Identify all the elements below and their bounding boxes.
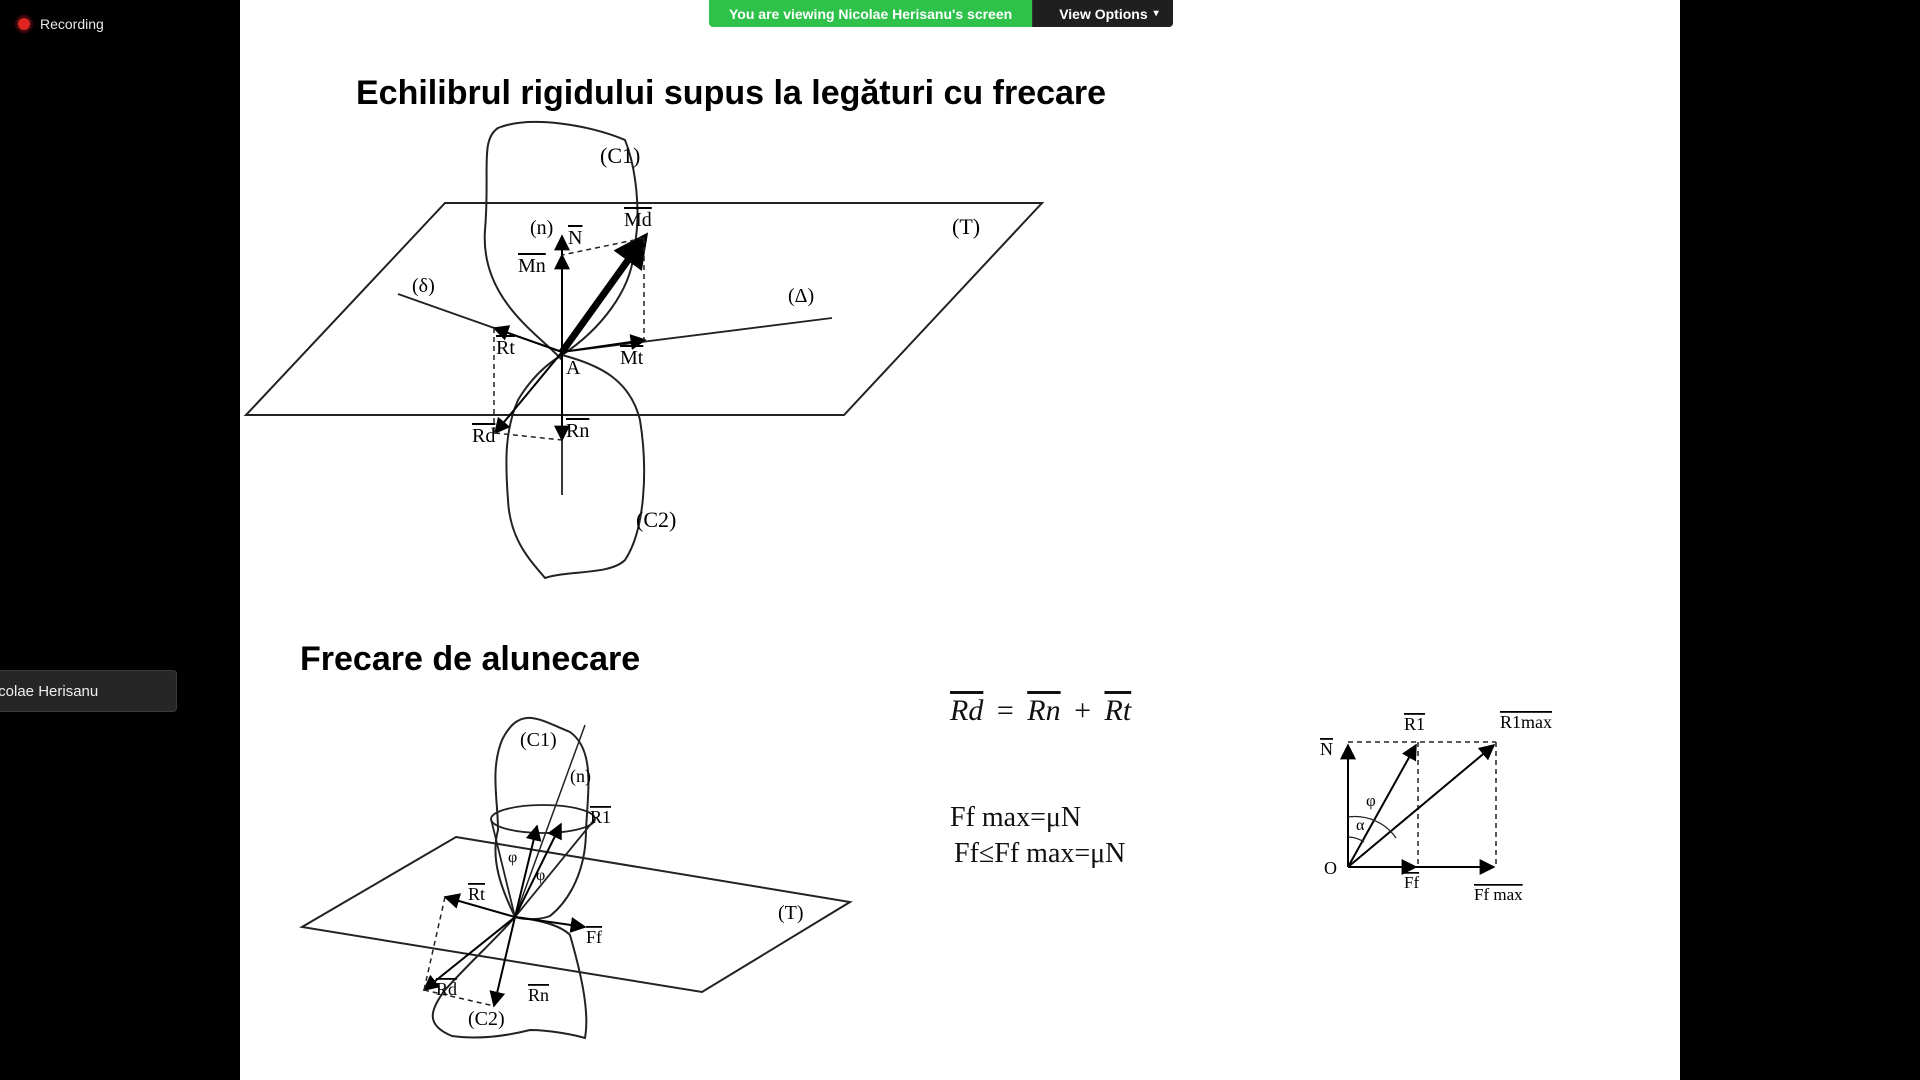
view-options-label: View Options [1059,5,1148,22]
body-c2-2 [431,916,588,1040]
vector-ff-2 [514,916,587,933]
formula-plus: + [1074,694,1091,727]
formula-rd-sum: Rd = Rn + Rt [950,694,1131,728]
tangent-plane [243,202,1045,416]
label-Rd: Rd [472,425,495,447]
recording-indicator[interactable]: Recording [18,16,104,32]
recording-label: Recording [40,16,104,32]
cone-left-edge [490,818,516,918]
label-R1max-3: R1max [1500,712,1552,732]
normal-axis-2 [514,724,586,918]
body-c1-2 [494,717,590,921]
label-rt-2: Rt [468,884,485,904]
participant-name: Nicolae Herisanu [0,682,99,700]
label-c2: (C2) [636,507,676,532]
label-Mt: Mt [620,347,644,369]
angle-phi-arc [1347,815,1397,839]
tangent-plane-2 [299,835,853,994]
label-rd-2: Rd [436,979,457,999]
vector-n-2 [514,824,542,918]
label-delta-small: (δ) [412,275,435,297]
label-n-axis: (n) [530,217,553,239]
view-options-button[interactable]: View Options ▾ [1032,0,1173,27]
formula-equals: = [996,694,1014,727]
screen-share-banner: You are viewing Nicolae Herisanu's scree… [709,0,1173,27]
vector-rt-2 [443,893,516,918]
left-panel: Recording Nicolae Herisanu [0,0,240,1080]
vector-rd [493,351,563,435]
viewing-notice: You are viewing Nicolae Herisanu's scree… [709,0,1033,27]
label-Rt: Rt [496,337,515,359]
diagram-friction-angle: N R1 R1max φ α O Ff Ff max [1320,712,1552,904]
dashed-rectangle [1348,741,1497,867]
label-Rn: Rn [566,420,589,442]
vector-md [559,232,649,355]
vector-R1-3 [1347,743,1417,868]
participant-name-tile[interactable]: Nicolae Herisanu [0,670,177,712]
vector-mt [561,334,647,353]
label-c1: (C1) [600,143,640,168]
label-phi-3: φ [1366,791,1376,810]
diagram-rigid-body-friction: (C1) (C2) (T) (n) N Md Mn (δ) (Δ) Rt A M… [243,121,1045,580]
slide-title: Echilibrul rigidului supus la legături c… [356,74,1107,112]
section-title: Frecare de alunecare [300,640,641,678]
formula-rd: Rd [950,694,984,727]
dashed-construction-lines [493,237,645,441]
label-r1-2: R1 [590,807,611,827]
label-O-3: O [1324,858,1337,878]
label-N: N [568,227,582,249]
label-alpha-3: α [1356,817,1365,834]
chevron-down-icon: ▾ [1153,8,1159,19]
label-rn-2: Rn [528,985,549,1005]
angle-alpha-arc [1347,836,1365,843]
vector-R1max-3 [1347,743,1496,868]
label-Ff-3: Ff [1404,873,1419,892]
vector-rn-2 [489,916,516,1008]
label-t-2: (T) [778,902,804,924]
vector-rt [492,325,563,353]
label-t: (T) [952,214,980,239]
label-ff-2: Ff [586,927,602,947]
formula-ff-inequality: Ff≤Ff max=μN [954,838,1126,869]
body-c2 [505,354,646,580]
label-n-2: (n) [570,766,591,787]
label-N-3: N [1320,739,1333,759]
formula-rt: Rt [1104,694,1132,727]
formula-rn: Rn [1027,694,1061,727]
cone-right-edge [514,818,596,918]
vector-r1-2 [514,822,562,918]
dashed-construction-lines-2 [423,896,495,1007]
label-A: A [566,357,581,379]
label-Ffmax-3: Ff max [1474,885,1523,904]
shared-screen-slide: Echilibrul rigidului supus la legături c… [240,0,1680,1080]
label-phi-left: φ [508,849,517,866]
formula-ffmax: Ff max=μN [950,802,1082,833]
right-panel [1680,0,1920,1080]
label-R1-3: R1 [1404,714,1425,734]
vector-rd-2 [422,916,516,992]
label-c2-2: (C2) [468,1008,505,1030]
label-Mn: Mn [518,255,546,277]
diagram-sliding-friction: (C1) (n) R1 φ φ Rt (T) Ff Rd Rn (C2) [299,717,853,1040]
label-phi-right: φ [536,867,545,884]
friction-cone-top [490,804,596,834]
record-icon [18,18,30,30]
label-Md: Md [624,209,652,231]
label-c1-2: (C1) [520,729,557,751]
label-delta-big: (Δ) [788,285,814,307]
